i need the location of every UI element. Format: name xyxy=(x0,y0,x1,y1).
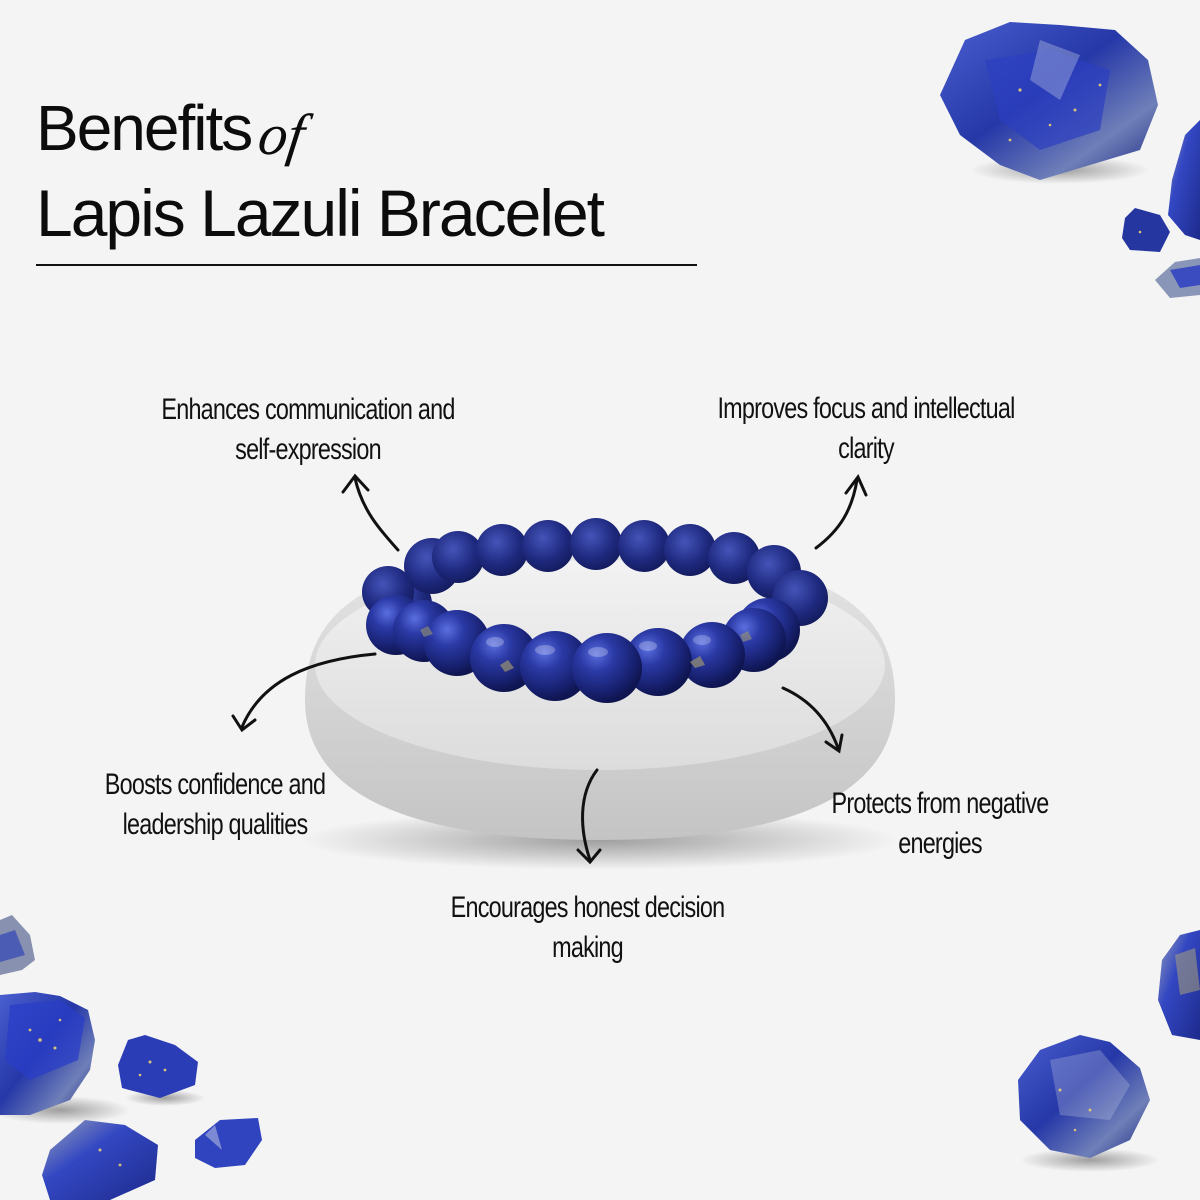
lapis-chip-right-bottom xyxy=(1155,258,1200,298)
arrow-head-confidence xyxy=(231,714,257,733)
lapis-chip-bottom-left-mid xyxy=(118,1035,205,1106)
benefit-protection: Protects from negative energies xyxy=(815,784,1065,864)
arrow-to-protection xyxy=(781,686,840,750)
lapis-rock-right-edge xyxy=(1168,120,1200,240)
benefit-text-line-1: Encourages honest decision xyxy=(450,891,725,924)
title-word-benefits: Benefits xyxy=(36,92,253,164)
benefit-text-line-2: leadership qualities xyxy=(122,808,309,841)
benefit-decision: Encourages honest decision making xyxy=(441,888,734,968)
lapis-rock-bottom-right-large xyxy=(1158,930,1200,1040)
benefit-text-line-2: clarity xyxy=(838,432,894,465)
title-underline xyxy=(36,264,697,266)
arrow-head-communication xyxy=(341,473,370,494)
benefit-text-line-2: energies xyxy=(898,827,982,860)
title-line-1: Benefitsof xyxy=(36,92,706,167)
lapis-rock-bottom-left-top xyxy=(0,915,35,975)
bracelet-back-beads xyxy=(362,518,828,632)
title-line-2: Lapis Lazuli Bracelet xyxy=(36,176,605,250)
arrow-head-protection xyxy=(824,733,844,754)
benefit-text-line-2: making xyxy=(552,931,624,964)
arrow-to-decision xyxy=(581,768,599,862)
lapis-chip-small-right xyxy=(1122,208,1170,252)
lapis-rock-bottom-left-large xyxy=(0,992,130,1124)
lapis-chip-bottom-left-tiny xyxy=(195,1118,262,1168)
arrow-to-focus xyxy=(814,478,859,550)
arrow-head-focus xyxy=(844,474,868,497)
page-title: Benefitsof Lapis Lazuli Bracelet xyxy=(36,92,706,253)
bracelet xyxy=(362,518,828,703)
arrow-head-decision xyxy=(576,848,602,865)
benefit-text-line-1: Improves focus and intellectual xyxy=(717,392,1015,425)
benefit-confidence: Boosts confidence and leadership qualiti… xyxy=(90,765,340,845)
lapis-chip-bottom-left-low xyxy=(42,1120,158,1200)
arrow-to-communication xyxy=(353,476,400,552)
lapis-rock-bottom-right-small xyxy=(1018,1035,1160,1172)
benefit-focus: Improves focus and intellectual clarity xyxy=(710,389,1022,469)
lapis-rock-top-right xyxy=(940,22,1158,184)
arrow-to-confidence xyxy=(240,652,377,729)
benefit-text-line-1: Protects from negative xyxy=(831,787,1050,820)
bracelet-front-beads xyxy=(366,595,800,703)
benefit-text-line-1: Enhances communication and xyxy=(161,393,455,426)
benefit-text-line-1: Boosts confidence and xyxy=(104,768,326,801)
title-connector-of: of xyxy=(254,102,310,167)
benefit-text-line-2: self-expression xyxy=(235,433,381,466)
pedestal xyxy=(300,555,900,870)
benefit-communication: Enhances communication and self-expressi… xyxy=(152,390,464,470)
